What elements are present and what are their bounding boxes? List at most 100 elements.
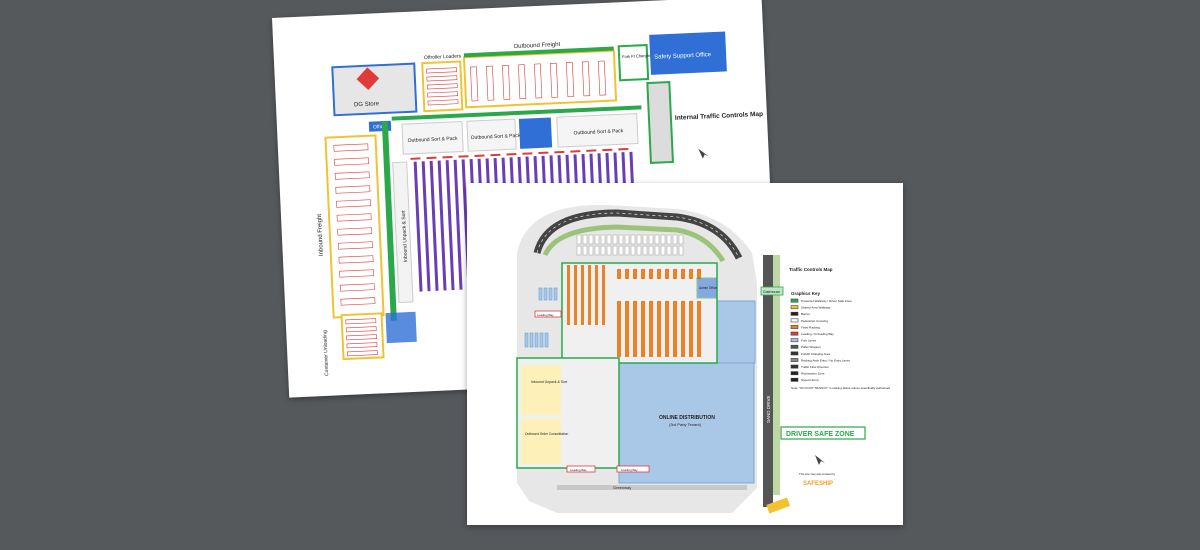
loading-bay-2-label: Loading Bay — [570, 468, 587, 472]
orange-rack-row — [689, 301, 693, 357]
orange-rack-row — [641, 301, 645, 357]
traffic-controls-map-sheet: SAND DRIVE Gatehouse ONLINE DISTRIBUTION… — [467, 183, 903, 525]
orange-rack-top — [697, 269, 701, 279]
inbound-bay — [335, 185, 371, 194]
offroller-bars — [426, 67, 459, 106]
container-bay — [345, 326, 377, 333]
outbound-bay — [597, 60, 607, 96]
outbound-bay — [486, 65, 495, 101]
inbound-bay — [337, 227, 373, 236]
orange-rack-row — [681, 301, 685, 357]
road-verge — [773, 255, 780, 495]
online-distribution-label: ONLINE DISTRIBUTION — [659, 415, 715, 421]
sort-pack-label-3: Outbound Sort & Pack — [573, 128, 623, 136]
key-item-label: Speed Hump — [801, 378, 819, 382]
office-label: Office — [373, 124, 386, 131]
fork-lane — [534, 332, 539, 348]
key-swatch — [790, 351, 799, 356]
orange-rack-top — [641, 269, 645, 279]
inbound-bay — [340, 297, 376, 306]
car-park-space — [582, 234, 588, 245]
key-item-label: Workstation Zone — [801, 372, 825, 376]
fork-lane — [539, 332, 544, 348]
orange-rack-row — [588, 265, 591, 325]
orange-rack-top — [689, 269, 693, 279]
sort-pack-label-2: Outbound Sort & Pack — [471, 133, 521, 141]
fork-lane — [553, 287, 558, 301]
key-item-label: Barrier — [801, 312, 810, 316]
car-park-space — [678, 234, 684, 245]
orange-rack-row — [567, 265, 570, 325]
orange-rack-row — [673, 301, 677, 357]
orange-rack-row — [697, 301, 701, 357]
car-park-space — [636, 245, 642, 256]
rack-end-marker — [474, 154, 485, 157]
car-park-space — [594, 245, 600, 256]
car-park-space — [642, 245, 648, 256]
rack-end-marker — [426, 156, 437, 160]
offroller-label: Offroller Loaders — [424, 53, 462, 61]
orange-rack-row — [574, 265, 577, 325]
sort-pack-label-1: Outbound Sort & Pack — [408, 136, 458, 144]
outbound-bay — [470, 66, 479, 102]
inbound-unpack-area-front — [521, 365, 561, 415]
car-park-space — [582, 245, 588, 256]
car-park-space — [678, 245, 684, 256]
fork-lane — [538, 287, 543, 301]
container-label: Container Unloading — [322, 330, 330, 376]
inbound-unpack-label-front: Inbound Unpack & Sort — [531, 380, 567, 384]
outbound-bay — [502, 65, 511, 100]
loading-bay-1-label: Loading Bay — [537, 313, 554, 317]
inbound-bay — [336, 199, 371, 208]
rack-end-marker — [618, 147, 629, 151]
outbound-freight-label: Outbound Freight — [513, 42, 560, 50]
outbound-order-label: Outbound Order Consolidation — [525, 432, 568, 436]
dg-store-label: DG Store — [354, 101, 380, 108]
car-park-space — [666, 245, 672, 256]
green-verge — [542, 224, 726, 263]
offroller-bar — [427, 99, 459, 106]
key-item-label: Pedestrian Crossing — [801, 319, 828, 323]
car-park-space — [672, 245, 678, 256]
key-item-label: Traffic Flow Direction — [801, 365, 829, 369]
car-park-space — [624, 234, 630, 245]
exit-sign — [766, 497, 791, 514]
outbound-order-area — [521, 419, 561, 464]
fork-lane — [548, 287, 553, 301]
key-item-label: Shared Area Walkway — [801, 306, 831, 310]
fork-charging-area — [617, 43, 650, 82]
safety-office-label: Safety Support Office — [654, 52, 712, 61]
cursor-icon — [698, 148, 709, 159]
car-park-space — [630, 234, 636, 245]
car-park-space — [588, 245, 594, 256]
car-park-space — [624, 245, 630, 256]
car-park-space — [648, 245, 654, 256]
road-markings — [536, 212, 740, 259]
rack-end-marker — [506, 153, 517, 156]
purple-rack-row — [413, 161, 423, 292]
outbound-bays — [470, 60, 607, 102]
key-swatch — [790, 311, 799, 316]
sort-pack-area-1 — [401, 120, 464, 155]
offroller-bar — [426, 67, 457, 74]
car-park-space — [612, 234, 618, 245]
rack-end-marker — [586, 149, 597, 152]
orange-rack-row — [625, 301, 629, 357]
key-swatch — [790, 325, 799, 329]
key-swatch — [790, 344, 799, 349]
online-distribution-sub: (3rd Party Tenant) — [669, 422, 702, 427]
key-swatch — [790, 298, 799, 303]
dg-hazard-icon — [356, 67, 380, 91]
car-park-space — [600, 245, 606, 256]
key-swatch — [790, 331, 799, 336]
greenway-label: Greenway — [613, 485, 631, 490]
orange-rack-top — [649, 269, 653, 279]
loading-bay-2 — [566, 465, 596, 473]
orange-rack-row — [602, 265, 605, 325]
purple-rack-row — [453, 159, 463, 290]
container-bay — [346, 350, 378, 357]
key-swatch — [790, 318, 799, 323]
gatehouse-box — [760, 286, 784, 296]
rack-end-marker — [458, 155, 469, 158]
inbound-bay — [337, 241, 373, 250]
